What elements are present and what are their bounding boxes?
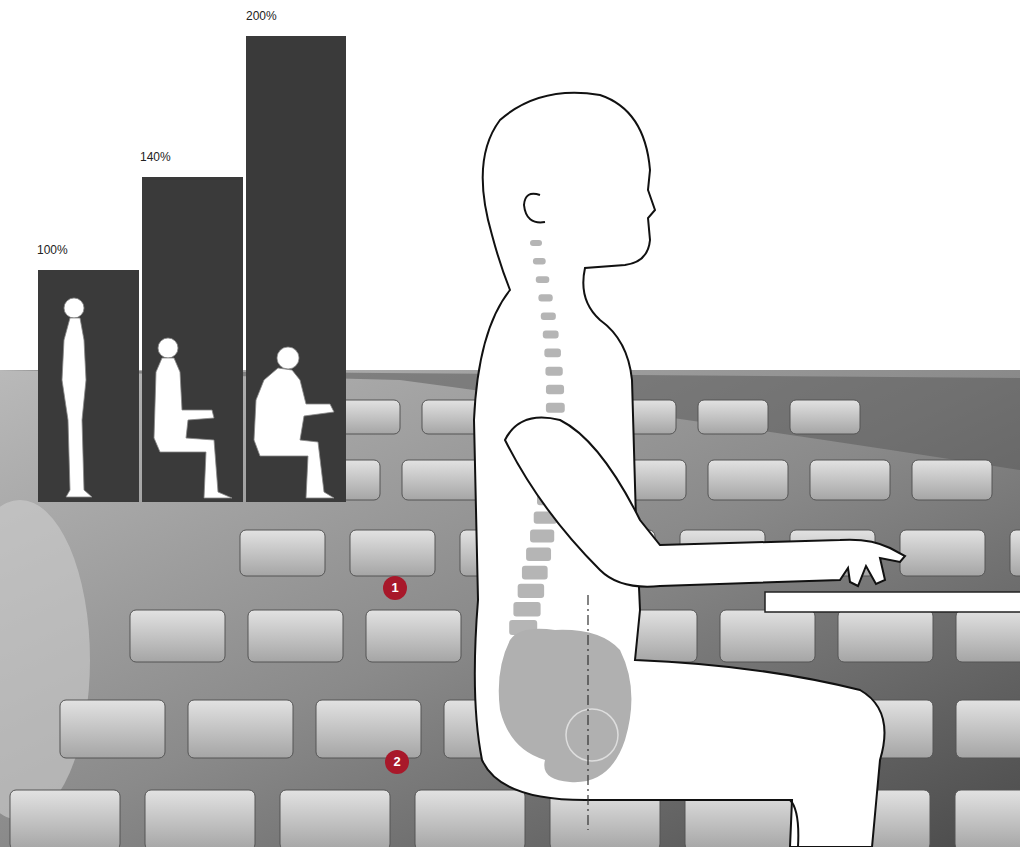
- vertebra: [518, 584, 544, 598]
- vertebra: [541, 312, 556, 320]
- keyboard-key: [790, 400, 860, 434]
- percentage-label: 100%: [37, 243, 68, 257]
- vertebra: [546, 385, 564, 394]
- plumb-line: [587, 595, 588, 830]
- keyboard-key: [900, 530, 985, 576]
- keyboard-key: [316, 700, 421, 758]
- standing-figure: [62, 298, 92, 497]
- keyboard-key: [415, 790, 525, 847]
- arm: [505, 418, 905, 587]
- keyboard-key: [810, 460, 890, 500]
- keyboard-key: [912, 460, 992, 500]
- keyboard-key: [838, 610, 933, 662]
- vertebra: [538, 294, 552, 301]
- callout-circle: [385, 750, 409, 774]
- pelvis: [499, 629, 632, 782]
- keyboard-key: [956, 610, 1020, 662]
- sitting-figure: [154, 338, 232, 498]
- keyboard-key: [955, 790, 1020, 847]
- vertebra: [545, 367, 562, 376]
- vertebra: [544, 349, 561, 358]
- vertebra: [526, 548, 551, 561]
- callout-number: 2: [386, 751, 408, 773]
- hip-joint: [566, 709, 618, 761]
- vertebra: [533, 258, 546, 264]
- keyboard-key: [366, 610, 461, 662]
- keyboard-key: [698, 400, 768, 434]
- vertebra: [513, 602, 540, 617]
- vertebra: [543, 330, 559, 338]
- bar: [38, 270, 139, 502]
- keyboard-key: [130, 610, 225, 662]
- keyboard-key: [188, 700, 293, 758]
- slouched-figure: [254, 347, 334, 498]
- callout-number: 1: [384, 577, 406, 599]
- vertebra: [530, 240, 542, 246]
- chair-edge: [790, 800, 798, 847]
- keyboard-key: [240, 530, 325, 576]
- vertebra: [530, 530, 554, 543]
- keyboard-key: [280, 790, 390, 847]
- keyboard-key: [956, 700, 1020, 758]
- keyboard-key: [350, 530, 435, 576]
- vertebra: [522, 566, 548, 580]
- keyboard-key: [708, 460, 788, 500]
- keyboard-key: [1010, 530, 1020, 576]
- keyboard-key: [402, 460, 482, 500]
- keyboard-key: [145, 790, 255, 847]
- ear: [524, 194, 545, 223]
- keyboard-key: [248, 610, 343, 662]
- keyboard-key: [720, 610, 815, 662]
- percentage-label: 200%: [246, 9, 277, 23]
- percentage-label: 140%: [140, 150, 171, 164]
- vertebra: [536, 276, 550, 283]
- keyboard-key: [10, 790, 120, 847]
- callout-circle: [383, 576, 407, 600]
- vertebra: [546, 403, 565, 413]
- desk: [765, 592, 1020, 612]
- keyboard-key: [60, 700, 165, 758]
- hand-blur: [0, 500, 90, 820]
- bar: [246, 36, 346, 502]
- bar: [142, 177, 243, 502]
